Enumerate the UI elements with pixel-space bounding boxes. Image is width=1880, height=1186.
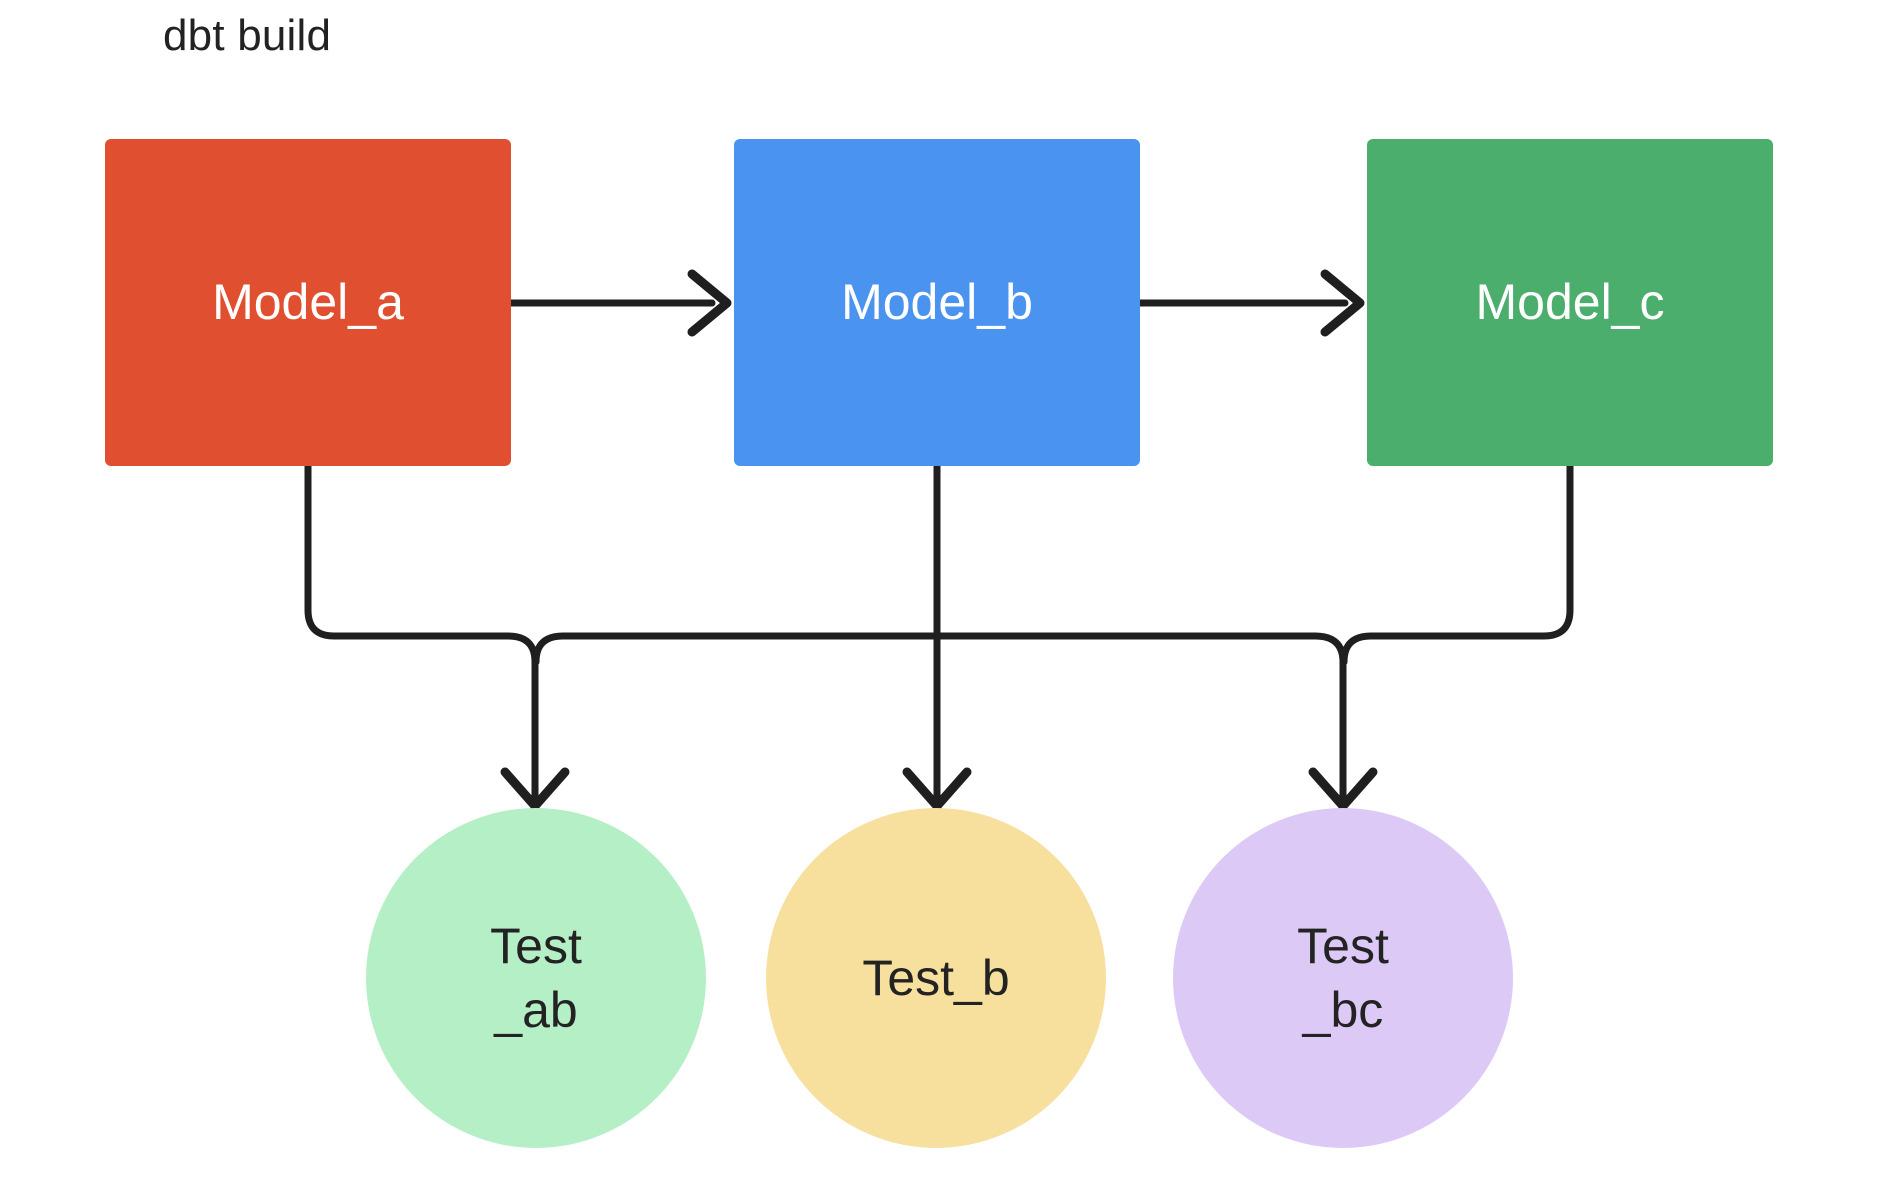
- edge-model-a-to-test-ab: [304, 462, 512, 640]
- edge-model-b-to-model-c: [1136, 269, 1365, 337]
- node-model-b[interactable]: Model_b: [734, 139, 1140, 466]
- arrow-into-test-bc: [1308, 632, 1378, 811]
- edge-model-a-to-model-b: [507, 269, 732, 337]
- node-label-test-b: Test_b: [862, 950, 1010, 1006]
- node-label-test-ab: Test _ab: [490, 918, 582, 1038]
- node-label-model-c: Model_c: [1475, 274, 1665, 331]
- edge-model-c-to-test-bc: [1367, 462, 1574, 640]
- node-label-model-a: Model_a: [212, 274, 404, 331]
- arrow-into-test-ab: [500, 632, 570, 811]
- node-test-b[interactable]: Test_b: [766, 808, 1106, 1148]
- node-test-bc[interactable]: Test _bc: [1173, 808, 1513, 1148]
- node-test-ab[interactable]: Test _ab: [366, 808, 706, 1148]
- node-label-model-b: Model_b: [841, 274, 1033, 331]
- node-model-a[interactable]: Model_a: [105, 139, 511, 466]
- node-model-c[interactable]: Model_c: [1367, 139, 1773, 466]
- diagram-title: dbt build: [163, 11, 332, 60]
- node-label-test-bc: Test _bc: [1297, 918, 1389, 1038]
